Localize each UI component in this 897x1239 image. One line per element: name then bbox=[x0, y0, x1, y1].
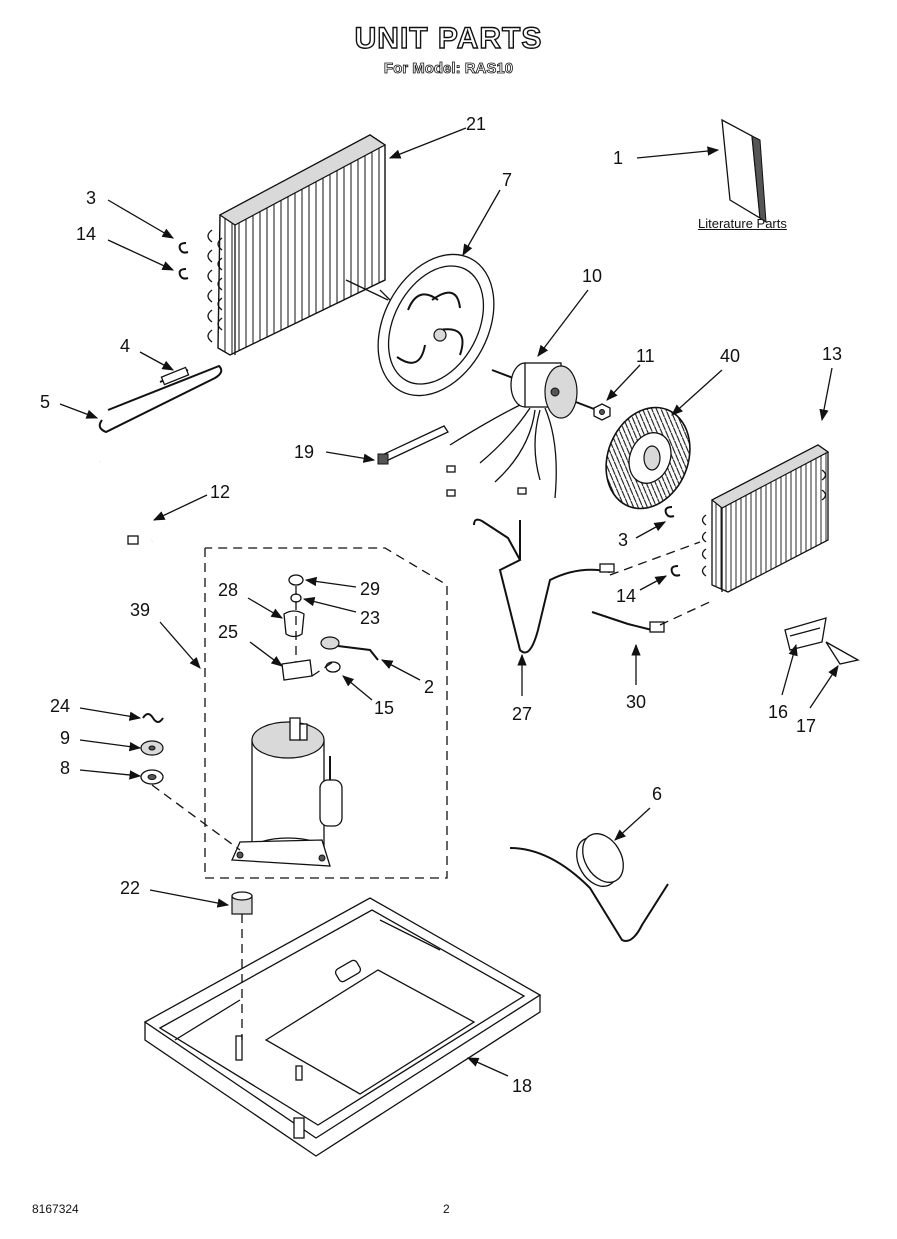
base-pan bbox=[143, 897, 542, 1157]
callout-leaders bbox=[59, 127, 839, 1077]
bracket-16 bbox=[784, 617, 827, 651]
thermistor-sensor bbox=[591, 611, 665, 633]
callout-label: 19 bbox=[294, 442, 314, 462]
callout-label: 40 bbox=[720, 346, 740, 366]
washer-9 bbox=[140, 740, 164, 756]
heater-tube bbox=[98, 364, 223, 434]
terminal-cover-29 bbox=[288, 574, 304, 586]
document-number: 8167324 bbox=[32, 1202, 79, 1216]
callout-label: 2 bbox=[424, 677, 434, 697]
compressor-group-boundary bbox=[204, 547, 448, 879]
callout-numbers: 1 2 3 3 4 5 6 7 8 9 10 11 12 13 14 14 15… bbox=[40, 114, 842, 1096]
callout-label: 8 bbox=[60, 758, 70, 778]
terminal-nut-23 bbox=[290, 593, 302, 603]
callout-label: 12 bbox=[210, 482, 230, 502]
evaporator-coil bbox=[701, 444, 830, 593]
tube-clip-left bbox=[178, 242, 189, 280]
fan-shroud bbox=[377, 253, 495, 397]
terminal-boot-28 bbox=[283, 610, 305, 638]
callout-label: 4 bbox=[120, 336, 130, 356]
callout-label: 10 bbox=[582, 266, 602, 286]
callout-label: 14 bbox=[76, 224, 96, 244]
callout-label: 23 bbox=[360, 608, 380, 628]
callout-label: 5 bbox=[40, 392, 50, 412]
callout-label: 39 bbox=[130, 600, 150, 620]
capillary-tube bbox=[473, 518, 615, 654]
cable-tie bbox=[377, 425, 449, 465]
callout-label: 9 bbox=[60, 728, 70, 748]
callout-label: 25 bbox=[218, 622, 238, 642]
page-title: UNIT PARTS bbox=[354, 21, 543, 55]
callout-label: 16 bbox=[768, 702, 788, 722]
condenser-coil bbox=[207, 134, 387, 356]
grommet-15 bbox=[325, 661, 341, 673]
callout-label: 18 bbox=[512, 1076, 532, 1096]
overload-2 bbox=[320, 636, 379, 661]
thermostat-bulb bbox=[509, 833, 669, 942]
callout-label: 30 bbox=[626, 692, 646, 712]
callout-label: 3 bbox=[86, 188, 96, 208]
callout-label: 13 bbox=[822, 344, 842, 364]
callout-label: 17 bbox=[796, 716, 816, 736]
callout-label: 3 bbox=[618, 530, 628, 550]
compressor bbox=[231, 717, 343, 867]
model-subtitle: For Model: RAS10 bbox=[383, 60, 514, 78]
coil-tube-bends bbox=[207, 229, 223, 343]
bracket-17 bbox=[825, 641, 860, 665]
callout-label: 1 bbox=[613, 148, 623, 168]
terminal-plate-25 bbox=[281, 659, 313, 681]
callout-label: 6 bbox=[652, 784, 662, 804]
grommet-24 bbox=[142, 713, 164, 723]
callout-label: 28 bbox=[218, 580, 238, 600]
hex-nut bbox=[593, 403, 611, 421]
callout-label: 22 bbox=[120, 878, 140, 898]
drain-hose bbox=[56, 458, 153, 573]
assembly-guide-lines bbox=[151, 279, 715, 1040]
callout-label: 21 bbox=[466, 114, 486, 134]
callout-label: 15 bbox=[374, 698, 394, 718]
callout-label: 11 bbox=[636, 346, 655, 366]
callout-label: 14 bbox=[616, 586, 636, 606]
mount-grommet-22 bbox=[231, 891, 253, 915]
callout-label: 29 bbox=[360, 579, 380, 599]
callout-label: 27 bbox=[512, 704, 532, 724]
literature-parts-book bbox=[721, 118, 767, 223]
callout-label: 24 bbox=[50, 696, 70, 716]
page-number: 2 bbox=[443, 1202, 450, 1216]
fan-motor bbox=[446, 362, 603, 499]
washer-8 bbox=[140, 769, 164, 785]
tube-clip-right bbox=[664, 506, 681, 577]
callout-label: 7 bbox=[502, 170, 512, 190]
blower-wheel bbox=[605, 406, 691, 510]
